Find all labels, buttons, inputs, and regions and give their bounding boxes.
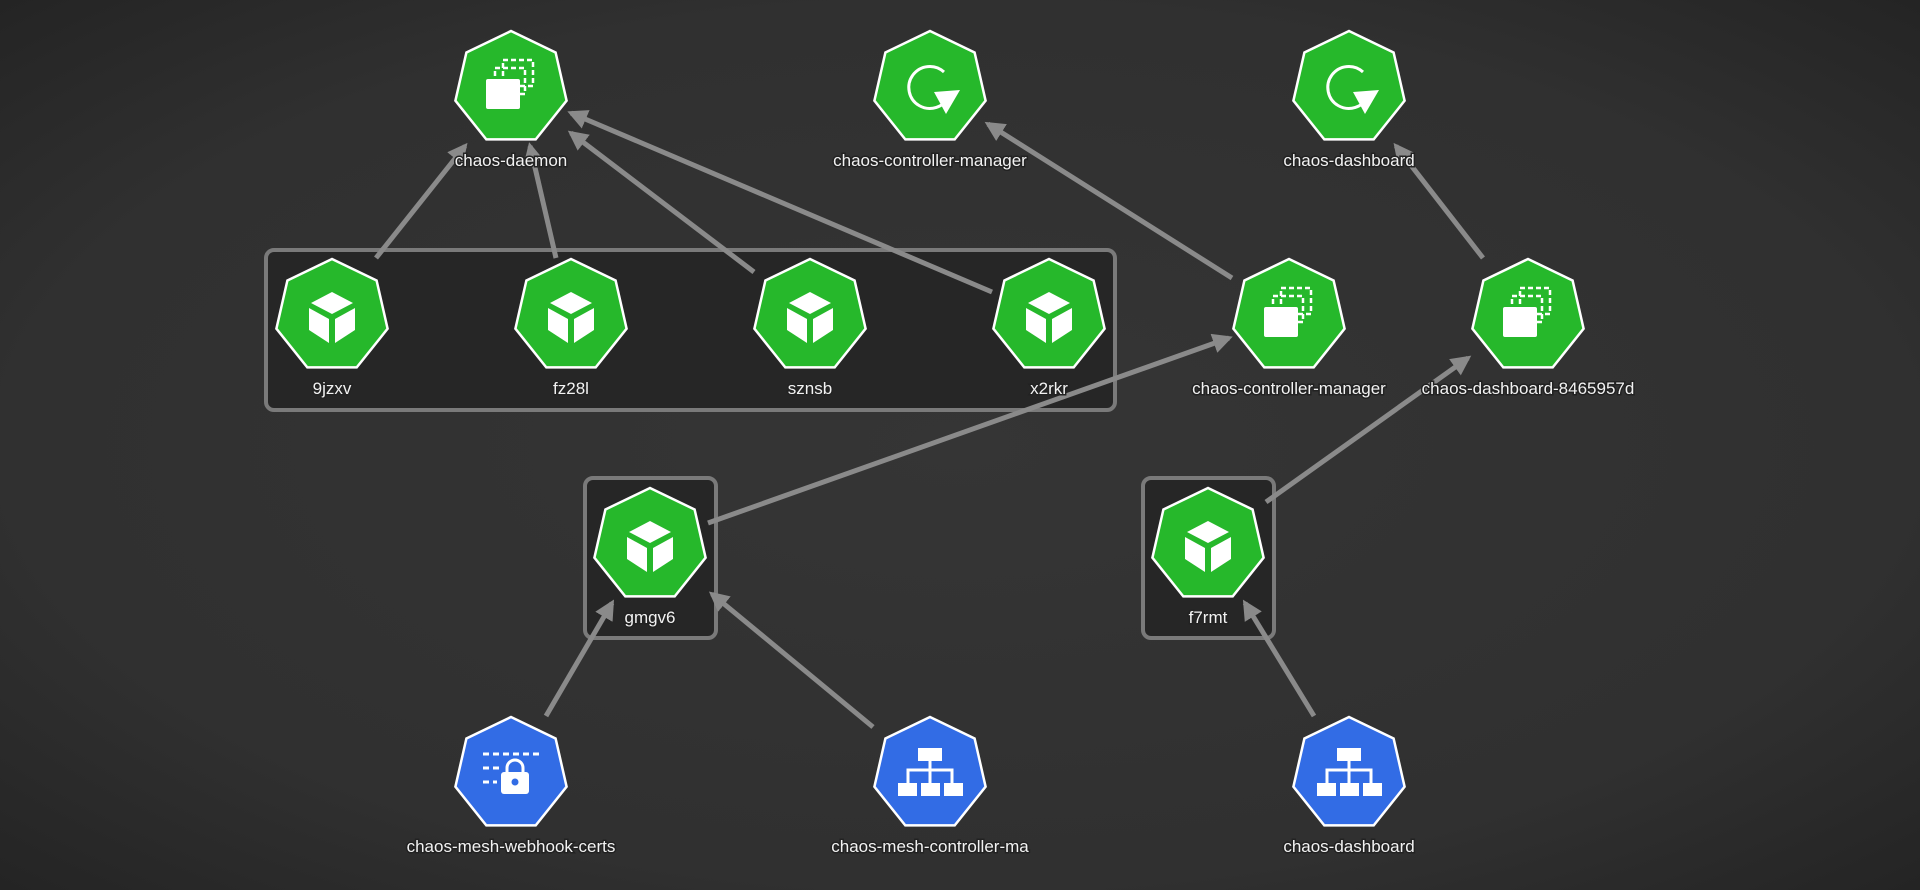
pod-icon: [548, 292, 594, 343]
node-pod-x2rkr[interactable]: x2rkr: [992, 257, 1106, 400]
node-label: f7rmt: [1189, 608, 1228, 627]
node-daemonset-chaos-daemon[interactable]: chaos-daemon: [453, 29, 569, 172]
edge-pod-gmgv6-to-replicaset-chaos-controller-manager: [707, 333, 1233, 526]
node-service-chaos-mesh-controller[interactable]: chaos-mesh-controller-ma: [830, 715, 1031, 858]
service-icon: [1317, 748, 1382, 796]
node-deployment-chaos-dashboard-shape[interactable]: [1292, 29, 1406, 141]
node-pod-f7rmt[interactable]: f7rmt: [1151, 486, 1265, 629]
node-deployment-chaos-controller-manager-shape[interactable]: [873, 29, 987, 141]
node-label: chaos-controller-manager: [833, 151, 1027, 170]
deployment-icon: [1326, 64, 1379, 114]
edge-service-chaos-mesh-controller-to-pod-gmgv6: [708, 591, 875, 729]
edge-replicaset-chaos-controller-manager-to-deployment-chaos-controller-manager: [984, 121, 1234, 281]
node-label: chaos-controller-manager: [1192, 379, 1386, 398]
replicaset-icon: [486, 58, 535, 109]
node-deployment-chaos-dashboard[interactable]: chaos-dashboard: [1282, 29, 1416, 172]
node-label: sznsb: [788, 379, 832, 398]
node-label: 9jzxv: [313, 379, 352, 398]
edge-pod-sznsb-to-daemonset-chaos-daemon: [567, 130, 756, 274]
pod-icon: [627, 521, 673, 572]
node-replicaset-chaos-controller-manager[interactable]: chaos-controller-manager: [1191, 257, 1388, 400]
node-service-chaos-dashboard[interactable]: chaos-dashboard: [1282, 715, 1416, 858]
node-label: chaos-dashboard: [1283, 151, 1414, 170]
deployment-icon: [907, 64, 960, 114]
edge-pod-x2rkr-to-daemonset-chaos-daemon: [567, 110, 993, 295]
pod-icon: [787, 292, 833, 343]
node-label: chaos-mesh-webhook-certs: [407, 837, 616, 856]
group-daemon-pods[interactable]: [264, 248, 1117, 412]
edge-pod-f7rmt-to-replicaset-chaos-dashboard: [1264, 355, 1472, 505]
node-label: chaos-dashboard-8465957d: [1422, 379, 1635, 398]
service-icon: [898, 748, 963, 796]
replicaset-icon: [1264, 286, 1313, 337]
replicaset-icon: [1503, 286, 1552, 337]
node-pod-gmgv6[interactable]: gmgv6: [593, 486, 707, 629]
node-label: chaos-dashboard: [1283, 837, 1414, 856]
node-label: chaos-daemon: [455, 151, 567, 170]
node-label: fz28l: [553, 379, 589, 398]
secret-icon: [483, 752, 539, 794]
node-deployment-chaos-controller-manager[interactable]: chaos-controller-manager: [832, 29, 1029, 172]
node-secret-chaos-mesh-webhook-certs[interactable]: chaos-mesh-webhook-certs: [405, 715, 617, 858]
node-secret-chaos-mesh-webhook-certs-shape[interactable]: [454, 715, 568, 827]
edge-secret-chaos-mesh-webhook-certs-to-pod-gmgv6: [543, 599, 615, 718]
edge-pod-fz28l-to-daemonset-chaos-daemon: [523, 142, 559, 259]
edge-replicaset-chaos-dashboard-to-deployment-chaos-dashboard: [1393, 142, 1485, 260]
pod-icon: [309, 292, 355, 343]
node-label: gmgv6: [624, 608, 675, 627]
node-label: x2rkr: [1030, 379, 1068, 398]
node-pod-9jzxv[interactable]: 9jzxv: [275, 257, 389, 400]
node-pod-sznsb[interactable]: sznsb: [753, 257, 867, 400]
edge-pod-9jzxv-to-daemonset-chaos-daemon: [374, 142, 468, 260]
pod-icon: [1026, 292, 1072, 343]
pod-icon: [1185, 521, 1231, 572]
node-label: chaos-mesh-controller-ma: [831, 837, 1029, 856]
edge-service-chaos-dashboard-to-pod-f7rmt: [1242, 599, 1317, 718]
node-pod-fz28l[interactable]: fz28l: [514, 257, 628, 400]
node-replicaset-chaos-dashboard[interactable]: chaos-dashboard-8465957d: [1420, 257, 1636, 400]
